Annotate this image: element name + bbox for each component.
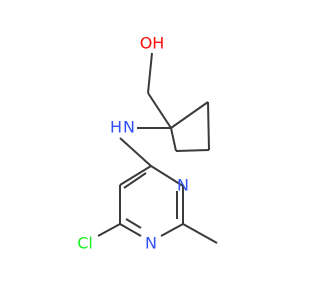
bond-c4-n3 xyxy=(150,165,184,187)
atom-label-cl: Cl xyxy=(77,234,93,253)
bond-c4-c5-double xyxy=(123,172,147,189)
atom-label-oh: OH xyxy=(140,34,165,53)
atom-label-n-amine: N xyxy=(123,118,135,137)
molecule-structure-diagram: OH H N N N Cl xyxy=(77,34,218,253)
bond-n1-c2 xyxy=(160,223,184,237)
bond-c2-methyl xyxy=(182,223,218,244)
atom-label-n-ring-bottom: N xyxy=(145,234,157,253)
bond-cq-cb1 xyxy=(170,101,209,129)
bond-ch2-cq xyxy=(147,92,172,129)
bond-cb1-cb2 xyxy=(207,101,210,151)
bond-c6-n1-double xyxy=(125,218,142,229)
bond-c6-n1 xyxy=(119,223,142,237)
bond-c4-c5-single xyxy=(119,165,152,186)
bond-o-ch2 xyxy=(147,52,153,94)
bond-cb3-cq xyxy=(170,127,177,152)
bond-nh-c4 xyxy=(119,137,152,167)
atom-label-group: OH H N N N Cl xyxy=(77,34,189,253)
atom-label-h-amine: H xyxy=(110,118,122,137)
bond-c6-cl xyxy=(97,223,121,237)
bond-cb2-cb3 xyxy=(175,149,210,152)
bond-group xyxy=(97,52,218,244)
atom-label-n-ring-top: N xyxy=(177,176,189,195)
